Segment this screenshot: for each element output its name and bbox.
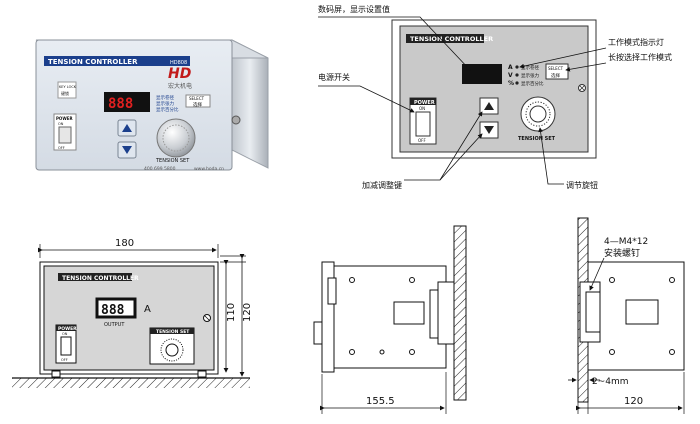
front-knob-label: TENSION SET	[518, 136, 556, 142]
knob-grip	[162, 124, 190, 152]
mode-item: 显示张力	[521, 72, 539, 79]
photo-power-switch[interactable]	[58, 126, 72, 144]
screw-spec: 4—M4*12	[604, 237, 648, 247]
side1-bracket	[429, 289, 439, 339]
front-title-bar	[406, 34, 484, 43]
callout-long-press: 长按选择工作模式	[608, 52, 672, 62]
gap-value: 2~4mm	[592, 377, 629, 387]
photo-power-label: POWER	[56, 116, 73, 121]
front-mode-list: A V % 显示卷径 显示张力 显示百分比	[508, 64, 544, 87]
front-power-label: POWER	[414, 100, 435, 106]
dim-power-switch	[60, 336, 72, 356]
callout-line	[589, 257, 605, 291]
callout-display: 数码屏，显示设置值	[318, 4, 390, 14]
up-arrow-icon	[484, 102, 494, 110]
photo-select-label: SELECT	[189, 96, 205, 101]
side2-window	[625, 299, 659, 325]
dim-width-value: 180	[115, 238, 134, 249]
ground-hatch	[12, 378, 250, 388]
mode-item: 显示百分比	[521, 80, 544, 87]
callout-line	[318, 16, 471, 71]
callout-indicator: 工作模式指示灯	[608, 37, 664, 47]
photo-model: HD808	[170, 60, 187, 66]
side-view-screws: 4—M4*12 安装螺钉 2~4mm 120	[568, 217, 685, 414]
photo-screw	[231, 115, 241, 125]
photo-display-value: 888	[108, 96, 133, 112]
mode-led	[515, 73, 519, 77]
callout-line	[565, 62, 607, 72]
product-photo: TENSION CONTROLLER HD808 HD 宏大机电 888 显示卷…	[35, 39, 269, 172]
mode-letter: V	[508, 72, 513, 79]
callout-line	[318, 85, 415, 113]
knob-grip	[525, 101, 551, 127]
photo-mode-item: 显示卷径	[156, 94, 174, 101]
photo-phone: 400 699 5800	[144, 166, 176, 172]
photo-key-lock[interactable]	[57, 81, 77, 99]
side1-depth-value: 155.5	[366, 396, 395, 407]
callout-power: 电源开关	[318, 72, 350, 82]
dim-title: TENSION CONTROLLER	[62, 275, 139, 282]
mode-item: 显示卷径	[521, 64, 539, 71]
mode-led	[515, 81, 519, 85]
dim-power-label: POWER	[58, 326, 77, 332]
photo-power-on: ON	[58, 122, 64, 126]
front-power-off: OFF	[418, 138, 426, 143]
photo-key-lock-cn: 键锁	[61, 90, 69, 96]
front-select-label: SELECT	[548, 66, 564, 71]
callout-line	[519, 47, 607, 69]
dim-tension-label: TENSION SET	[156, 329, 190, 335]
photo-knob-label: TENSION SET	[155, 158, 190, 164]
dim-title-bar	[58, 273, 132, 281]
photo-select-button[interactable]	[185, 94, 211, 108]
up-arrow-icon	[122, 124, 132, 132]
dimension-front: TENSION CONTROLLER 888 A OUTPUT POWER ON…	[12, 238, 253, 388]
screw-label: 安装螺钉	[604, 247, 640, 259]
front-select-cn: 选择	[551, 72, 560, 79]
dim-height-inner: 110	[226, 303, 237, 322]
photo-display	[104, 92, 150, 112]
mode-letter: %	[508, 80, 514, 87]
brand-name: 宏大机电	[168, 82, 192, 90]
callout-keys: 加减调整键	[362, 180, 402, 190]
mode-led	[515, 65, 519, 69]
annotated-front: TENSION CONTROLLER A V % 显示卷径 显示张力 显示百分比…	[318, 4, 672, 190]
front-title: TENSION CONTROLLER	[410, 35, 493, 43]
front-power-switch[interactable]	[415, 111, 431, 137]
dim-height-outer: 120	[242, 303, 253, 322]
dim-display-value: 888	[101, 303, 125, 318]
knob-center	[529, 105, 547, 123]
down-arrow-icon	[122, 146, 132, 154]
side1-window	[393, 301, 425, 325]
front-display	[462, 64, 502, 84]
photo-url: www.hoda.cn	[194, 166, 224, 172]
photo-mode-item: 显示张力	[156, 100, 174, 107]
photo-power-off: OFF	[58, 146, 65, 150]
side2-width-value: 120	[624, 396, 643, 407]
photo-key-lock-label: KEY LOCK	[59, 85, 77, 89]
photo-mode-item: 显示百分比	[156, 106, 179, 113]
photo-mode-list: 显示卷径 显示张力 显示百分比	[156, 94, 179, 113]
dim-power-off: OFF	[61, 358, 68, 362]
brand-logo: HD	[168, 66, 191, 82]
callout-line	[538, 127, 564, 185]
dim-output-label: OUTPUT	[104, 322, 125, 328]
callout-knob: 调节旋钮	[566, 180, 598, 190]
photo-select-cn: 选择	[193, 101, 202, 108]
mode-letter: A	[508, 64, 513, 71]
side-view-mount: 155.5	[313, 225, 467, 414]
front-power-on: ON	[419, 106, 425, 111]
callout-line	[439, 133, 483, 181]
photo-title-bar	[44, 56, 190, 66]
photo-title: TENSION CONTROLLER	[48, 58, 138, 66]
dim-power-on: ON	[62, 332, 68, 336]
dim-unit: A	[144, 304, 151, 315]
down-arrow-icon	[484, 126, 494, 134]
wall-hatch	[453, 225, 467, 401]
